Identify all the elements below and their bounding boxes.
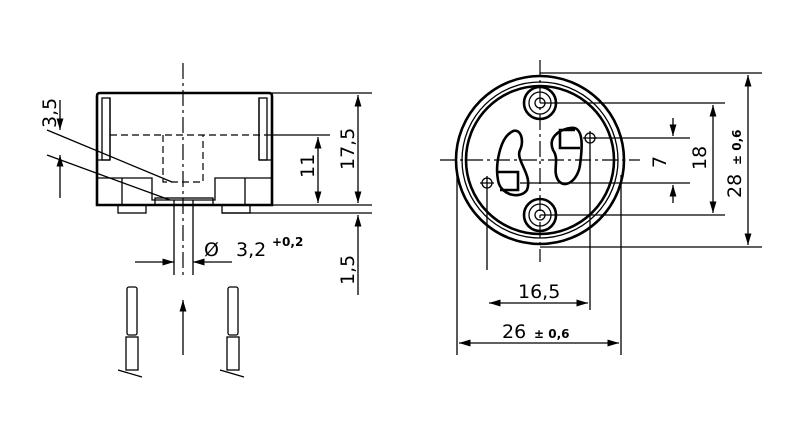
pin-left (117, 286, 143, 378)
top-view: 7 18 28 ± 0,6 16,5 26 ± 0,6 (440, 60, 762, 355)
dim-step-label: 3,5 (39, 98, 61, 128)
crosshair-right (583, 131, 597, 310)
dim-diameter-vertical-tolerance: ± 0,6 (730, 130, 744, 166)
dim-pin-length-label: 1,5 (337, 255, 359, 285)
diameter-symbol: Ø (204, 239, 219, 261)
dim-total-height-label: 17,5 (337, 128, 359, 170)
dim-diameter-horizontal-tolerance: ± 0,6 (534, 327, 570, 341)
dim-inner-height-label: 11 (297, 154, 319, 178)
side-view: 3,5 17,5 11 1,5 Ø 3,2 +0,2 (39, 63, 372, 378)
dim-screw-spacing-label: 18 (689, 146, 711, 170)
dim-hole-tolerance: +0,2 (272, 235, 303, 249)
dim-diameter-horizontal-label: 26 (502, 321, 526, 343)
dim-mount-width-label: 16,5 (518, 281, 560, 303)
crosshair-left (480, 176, 494, 270)
pin-right (219, 286, 245, 378)
dim-pin-spacing-label: 7 (649, 156, 671, 168)
dim-diameter-vertical-label: 28 (724, 174, 746, 198)
dim-hole-label: 3,2 (236, 239, 266, 261)
